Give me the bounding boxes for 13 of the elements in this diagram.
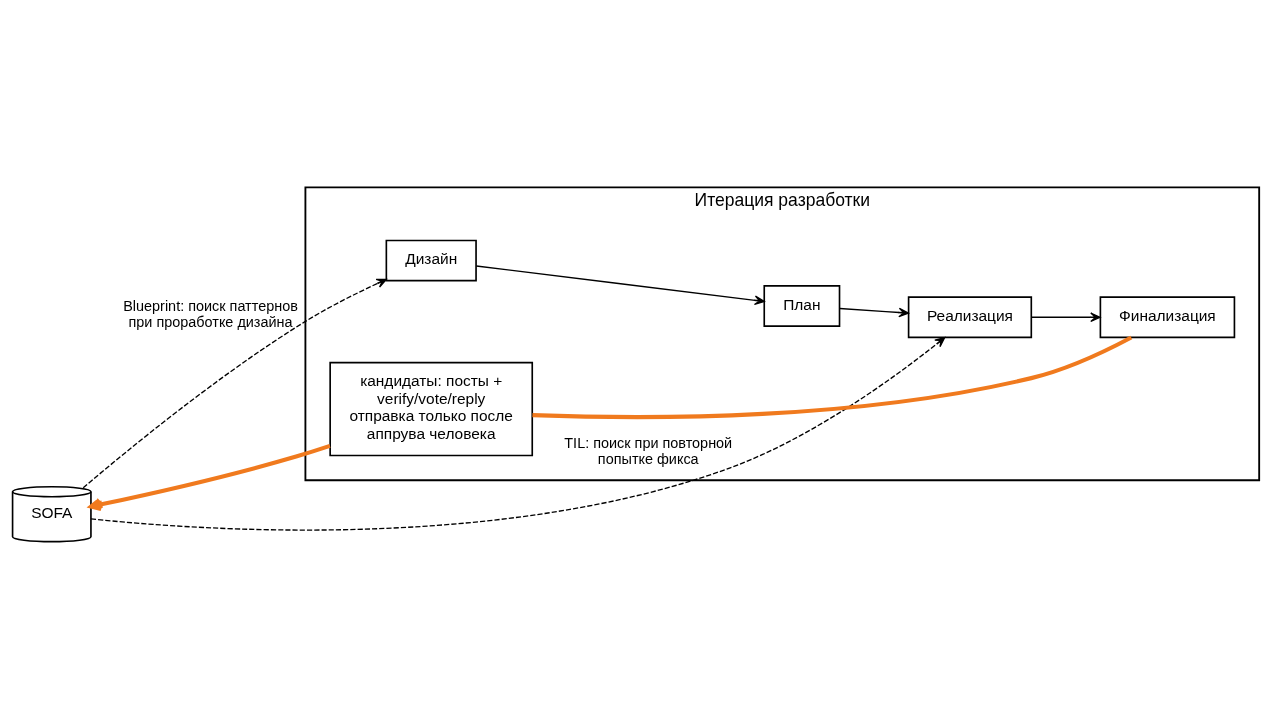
arrow — [82, 278, 387, 488]
connector — [532, 335, 1133, 419]
arrow — [839, 307, 910, 317]
node-box: План — [763, 284, 841, 327]
node-box: Дизайн — [385, 239, 477, 281]
node-box: Реализация — [907, 295, 1033, 338]
arrow — [475, 264, 765, 305]
node-box: Финализация — [1099, 295, 1236, 338]
arrow — [1030, 311, 1101, 322]
arrow — [88, 443, 331, 511]
edge-label: Blueprint: поиск паттернов при проработке дизайна — [123, 297, 298, 330]
node-box: кандидаты: посты + verify/vote/reply отправка только после аппрува человека — [329, 361, 534, 456]
edge-label: TIL: поиск при повторной попытке фикса — [564, 434, 733, 467]
